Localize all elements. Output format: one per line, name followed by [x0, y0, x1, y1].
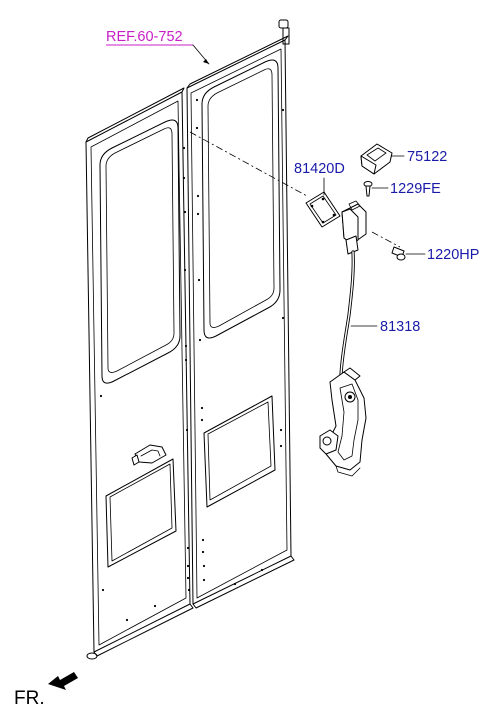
right-lower-panel: [203, 395, 276, 508]
cap-75122[interactable]: [360, 143, 393, 175]
gasket-plate-81420D[interactable]: [305, 191, 341, 228]
rear-door-assembly: [85, 19, 295, 660]
latch-actuator-81318[interactable]: [319, 200, 367, 477]
screw-1229FE[interactable]: [363, 181, 373, 197]
right-door-leaf: [186, 35, 295, 609]
door-handle: [131, 444, 167, 466]
screw-centerline: [371, 231, 401, 248]
reference-callout[interactable]: REF.60-752: [106, 29, 210, 65]
right-leaf-rivets: [195, 98, 285, 586]
right-upper-window: [201, 59, 281, 339]
left-upper-window: [99, 119, 181, 384]
callout-leaders: [323, 155, 426, 327]
left-lower-panel: [105, 458, 177, 568]
front-direction-label: FR.: [14, 688, 45, 709]
reference-arrowhead-icon: [203, 59, 209, 64]
part-label-81318[interactable]: 81318: [380, 319, 420, 335]
left-leaf-rivets: [99, 146, 191, 622]
top-hinge-pin-left: [278, 19, 289, 29]
front-direction-arrow-icon: [48, 672, 78, 690]
assembly-centerline: [189, 131, 308, 197]
reference-label: REF.60-752: [106, 29, 183, 45]
top-hinge-post: [282, 27, 290, 45]
part-label-1220HP[interactable]: 1220HP: [427, 247, 479, 263]
screw-1220HP[interactable]: [391, 246, 406, 261]
part-label-75122[interactable]: 75122: [407, 149, 447, 165]
left-door-leaf: [85, 87, 194, 657]
part-label-81420D[interactable]: 81420D: [294, 161, 345, 177]
front-direction-indicator: FR.: [14, 672, 78, 709]
part-label-1229FE[interactable]: 1229FE: [390, 181, 441, 197]
